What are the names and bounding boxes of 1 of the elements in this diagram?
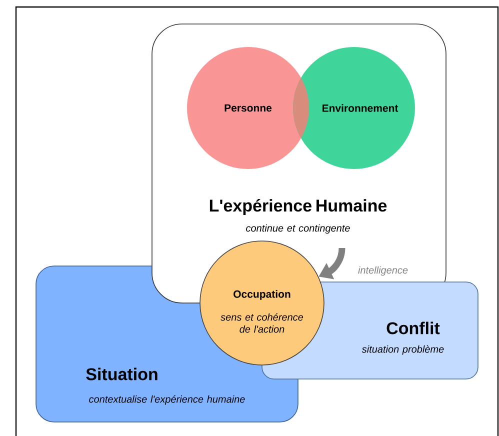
- edge-label: intelligence: [358, 266, 408, 276]
